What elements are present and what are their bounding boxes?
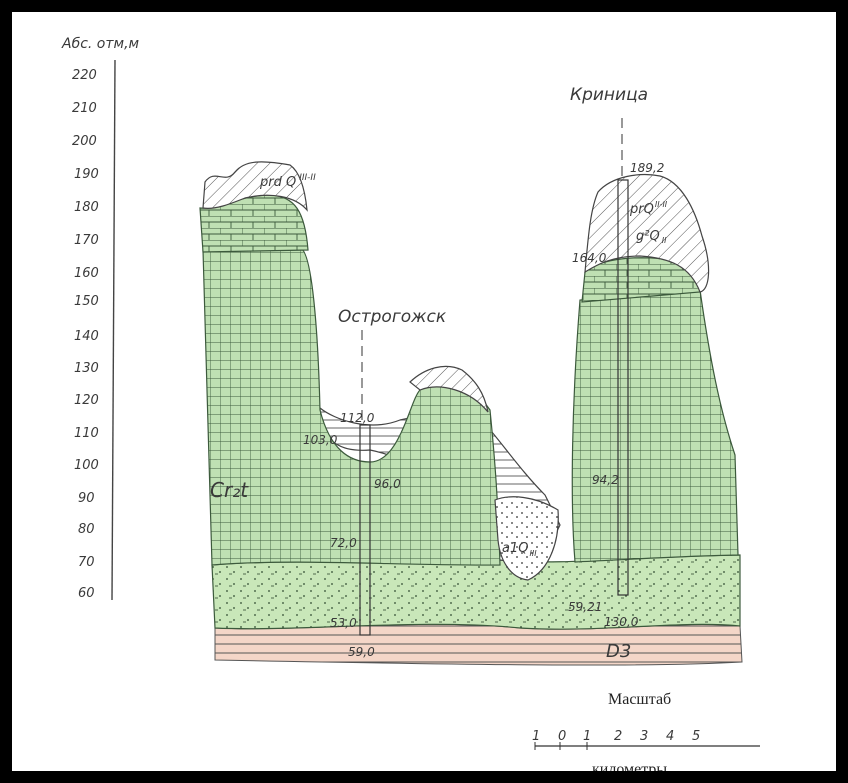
axis-tick-labels: 220 210 200 190 180 170 160 150 140 130 … (72, 68, 99, 601)
chalk-right (571, 289, 739, 563)
tick-190: 190 (74, 167, 99, 182)
tick-150: 150 (74, 294, 99, 309)
well-right-c: 59,21 (568, 600, 602, 614)
tick-200: 200 (72, 134, 97, 149)
well-left-c: 72,0 (330, 536, 357, 550)
scale-num-2: 1 (583, 729, 591, 744)
label-d3: D3 (606, 641, 631, 662)
label-prq: prQII-II (629, 200, 668, 217)
tick-140: 140 (74, 329, 99, 344)
well-right-top: 189,2 (630, 161, 664, 175)
tick-120: 120 (74, 393, 99, 408)
scale-unit: километры (592, 761, 667, 778)
tick-60: 60 (78, 586, 95, 601)
tick-210: 210 (72, 101, 97, 116)
tick-180: 180 (74, 200, 99, 215)
well-left-values: 112,0 103,0 96,0 72,0 53,0 59,0 (303, 411, 401, 659)
well-left-d: 53,0 (330, 616, 357, 630)
scale-numbers: 1 0 1 2 3 4 5 (532, 729, 700, 744)
tick-170: 170 (74, 233, 99, 248)
tick-100: 100 (74, 458, 99, 473)
label-crt: Cr₂t (210, 478, 249, 502)
well-left (359, 330, 371, 636)
well-right-b: 94,2 (592, 473, 619, 487)
scale-num-1: 0 (558, 729, 566, 744)
devonian-layer (214, 623, 743, 666)
chalk-left (202, 247, 501, 566)
well-left-bottom: 59,0 (348, 645, 375, 659)
well-left-top: 112,0 (340, 411, 375, 425)
scale-title: Масштаб (608, 691, 671, 708)
elevation-axis (111, 59, 116, 601)
place-right-label: Криница (570, 85, 648, 105)
scale-num-5: 4 (666, 729, 674, 744)
well-right-d: 130,0 (604, 615, 639, 629)
well-right (617, 118, 629, 596)
label-alq: a1QIII (502, 541, 537, 558)
tick-130: 130 (74, 361, 99, 376)
hatch-top-middle (409, 365, 489, 413)
dotted-lens (494, 496, 559, 581)
scale-num-3: 2 (614, 729, 622, 744)
hatch-top-right (584, 173, 710, 293)
sand-layer (211, 554, 741, 630)
tick-70: 70 (78, 555, 95, 570)
scale-num-0: 1 (532, 729, 540, 744)
well-right-a: 164,0 (572, 251, 607, 265)
scale-bar (534, 742, 760, 750)
tick-80: 80 (78, 522, 95, 537)
tick-160: 160 (74, 266, 99, 281)
hatch-top-left (202, 161, 308, 212)
scale-num-6: 5 (692, 729, 700, 744)
tick-220: 220 (72, 68, 97, 83)
axis-title: Абс. отм,м (61, 36, 140, 52)
well-left-a: 103,0 (303, 433, 338, 447)
place-left-label: Острогожск (338, 307, 447, 327)
tick-90: 90 (78, 491, 95, 506)
well-left-b: 96,0 (374, 477, 401, 491)
tick-110: 110 (74, 426, 99, 441)
scale-num-4: 3 (640, 729, 648, 744)
well-right-values: 189,2 164,0 94,2 59,21 130,0 (568, 161, 664, 629)
